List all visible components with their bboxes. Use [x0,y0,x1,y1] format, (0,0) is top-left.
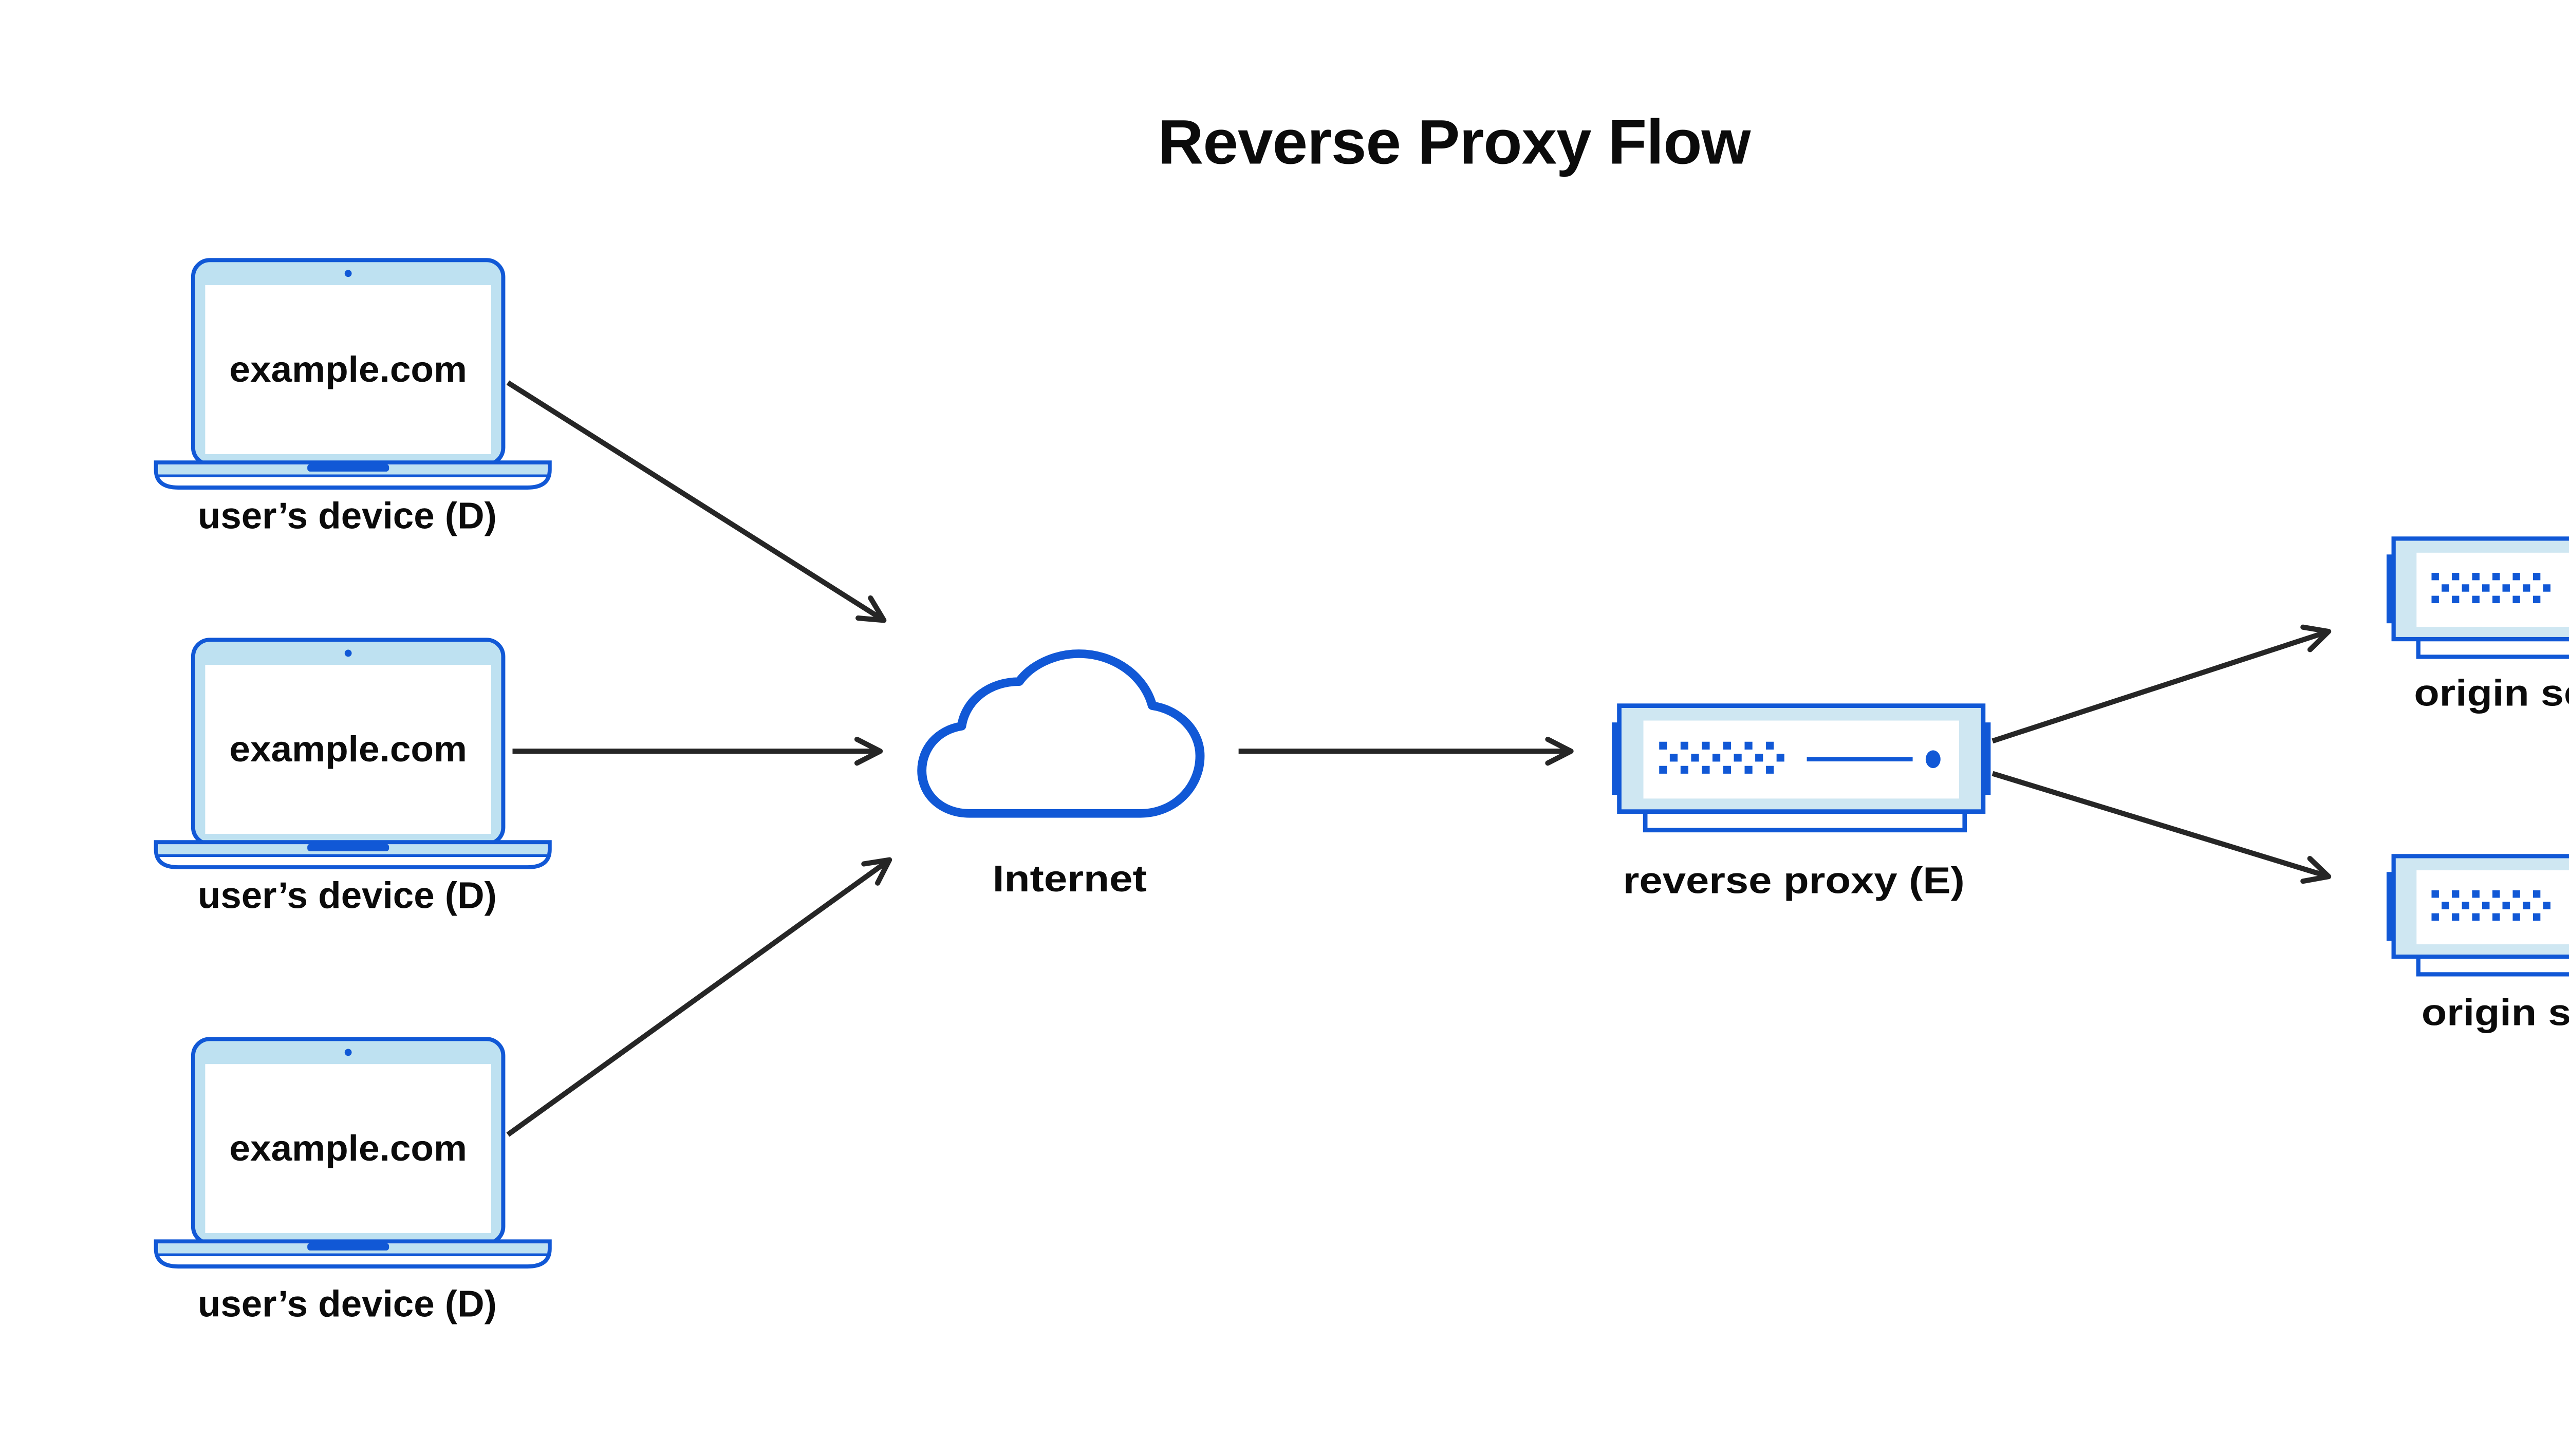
internet-label: Internet [993,858,1147,900]
origin-server-label: origin server (F) [2414,673,2569,714]
server-icon [1612,706,1990,830]
page-title: Reverse Proxy Flow [1158,107,1751,177]
arrow-device1-to-internet [506,380,887,623]
arrow-internet-to-proxy [1238,736,1574,766]
server-icon [2387,856,2569,974]
arrowhead-icon [861,857,892,886]
arrowhead-icon [855,595,887,623]
origin-server-node-2: origin server (F) [2387,856,2569,1033]
device-node-3: example.com user’s device (D) [156,1039,550,1325]
origin-server-node-1: origin server (F) [2387,538,2569,714]
arrowhead-icon [1545,736,1574,766]
device-screen-url: example.com [229,1128,467,1168]
arrowhead-icon [854,736,883,766]
arrow-proxy-to-origin1 [1991,624,2332,744]
device-node-2: example.com user’s device (D) [156,640,550,917]
device-label: user’s device (D) [198,875,497,917]
device-screen-url: example.com [229,349,467,389]
arrow-device2-to-internet [512,736,883,766]
reverse-proxy-node: reverse proxy (E) [1612,706,1990,902]
arrow-device3-to-internet [506,857,892,1137]
internet-node: Internet [917,649,1205,900]
arrowhead-icon [2300,624,2332,652]
origin-server-label: origin server (F) [2422,992,2569,1033]
device-label: user’s device (D) [198,495,497,536]
device-node-1: example.com user’s device (D) [156,260,550,536]
server-icon [2387,538,2569,657]
arrowhead-icon [2300,856,2332,884]
device-screen-url: example.com [229,729,467,769]
device-label: user’s device (D) [198,1284,497,1325]
cloud-icon [917,649,1205,818]
reverse-proxy-label: reverse proxy (E) [1623,861,1965,902]
arrow-proxy-to-origin2 [1991,771,2332,884]
